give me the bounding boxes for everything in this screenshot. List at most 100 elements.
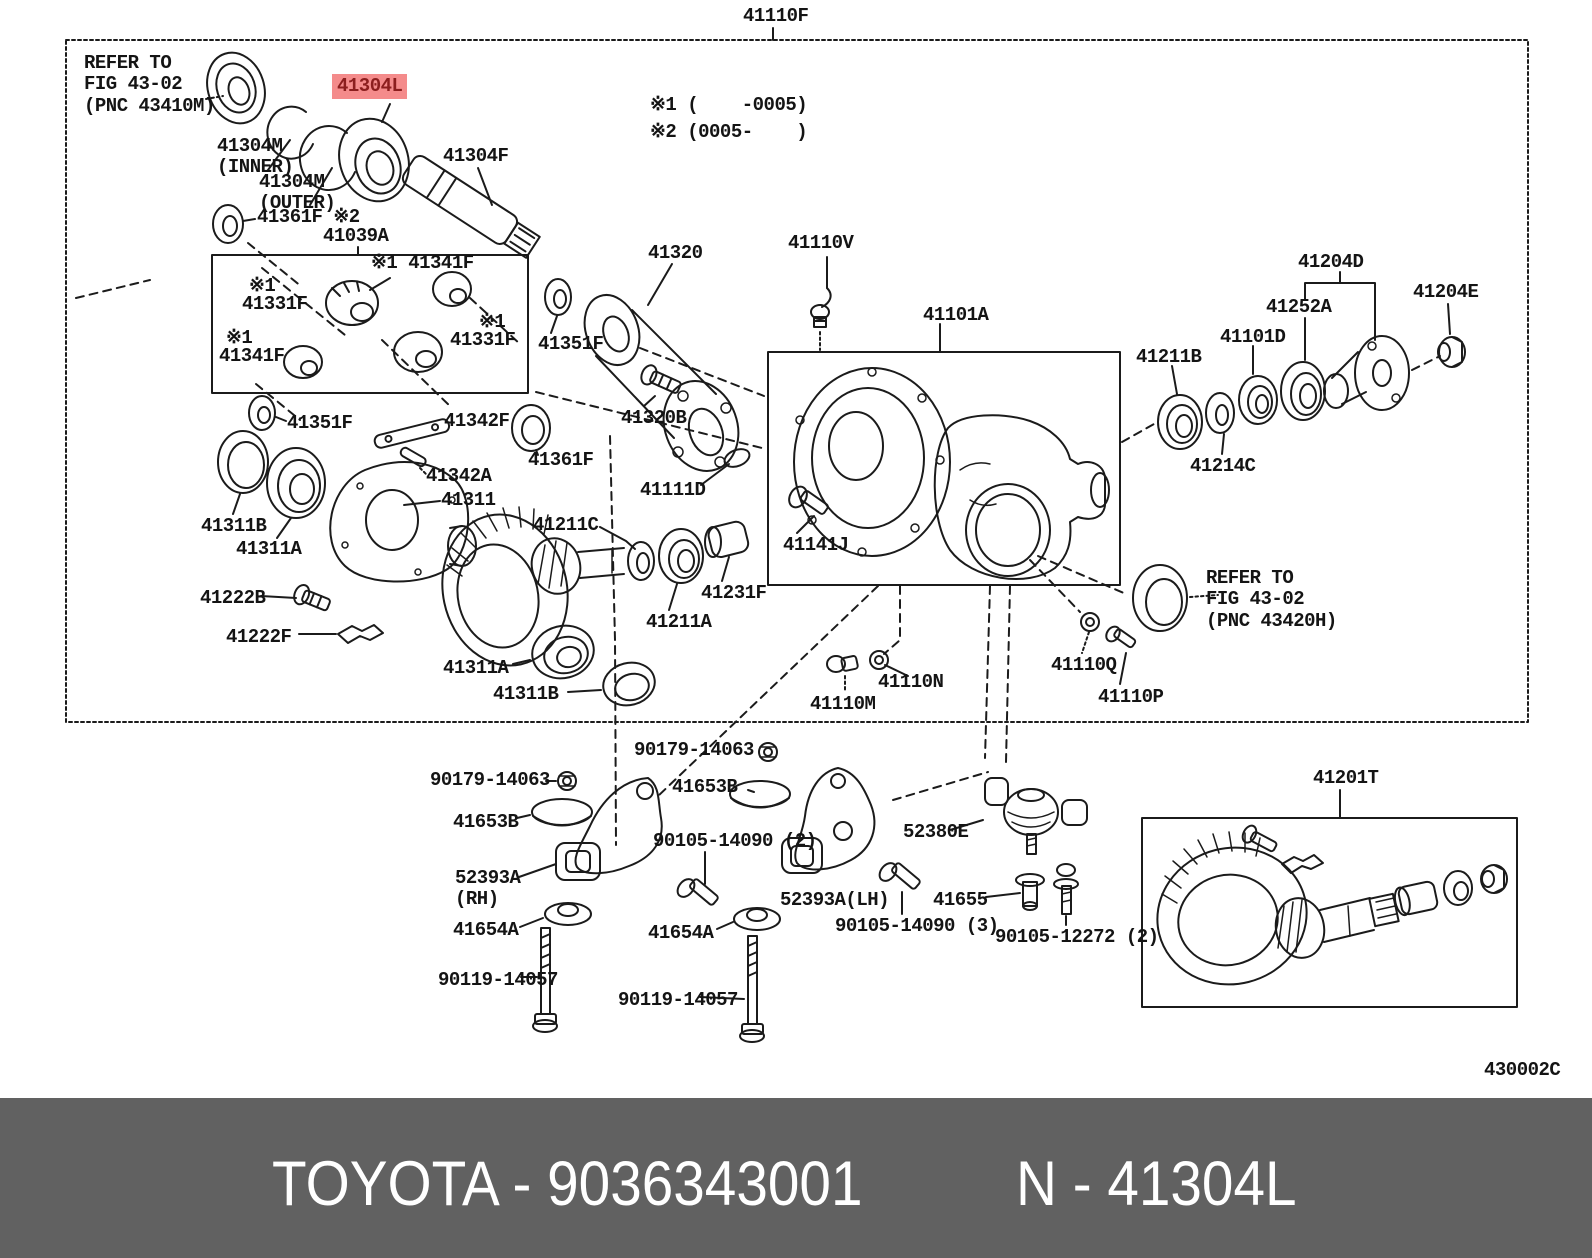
doc-code: 430002C bbox=[1484, 1059, 1561, 1081]
part-label-41654a: 41654A bbox=[648, 922, 714, 944]
part-label-90179-14063: 90179-14063 bbox=[430, 769, 550, 791]
bearing-41304l bbox=[338, 103, 410, 203]
retainer-41654a-right bbox=[716, 907, 781, 931]
ring-41211c bbox=[627, 541, 655, 581]
bolt-90119-right bbox=[699, 935, 765, 1043]
bolt-41655 bbox=[985, 873, 1045, 911]
part-label-41110n: 41110N bbox=[878, 671, 944, 693]
part-label-41311b: 41311B bbox=[493, 683, 559, 705]
part-label-41110q: 41110Q bbox=[1051, 654, 1117, 676]
part-label-41222b: 41222B bbox=[200, 587, 266, 609]
note-1: ※1 ( -0005) bbox=[650, 94, 808, 116]
nut-90179-left bbox=[545, 771, 577, 791]
stay-52393a-rh bbox=[518, 777, 663, 881]
part-label-1: ※1 bbox=[479, 311, 506, 333]
part-label-41331f: 41331F bbox=[450, 329, 516, 351]
part-label-41110f: 41110F bbox=[743, 5, 809, 27]
part-label-1-41341f: ※1 41341F bbox=[371, 252, 474, 274]
bolt-90105-14090-2 bbox=[676, 851, 719, 906]
part-label-41304f: 41304F bbox=[443, 145, 509, 167]
part-label-41311a: 41311A bbox=[443, 657, 509, 679]
part-label-41214c: 41214C bbox=[1190, 455, 1256, 477]
shaft-41304f bbox=[401, 154, 541, 259]
spider-gear-kit bbox=[255, 267, 521, 421]
plate-41342f bbox=[373, 418, 451, 449]
part-label-41141j: 41141J bbox=[783, 534, 849, 556]
part-label-41342f: 41342F bbox=[444, 410, 510, 432]
bolt-90105-14090-3 bbox=[878, 862, 921, 915]
part-id-footer: TOYOTA - 9036343001 N - 41304L bbox=[0, 1098, 1592, 1258]
ref-fig-43-02-43420h: REFER TO FIG 43-02 (PNC 43420H) bbox=[1206, 567, 1337, 632]
part-label-41101a: 41101A bbox=[923, 304, 989, 326]
part-label-90179-14063: 90179-14063 bbox=[634, 739, 754, 761]
part-label-41039a: 41039A bbox=[323, 225, 389, 247]
stay-52393a-lh bbox=[781, 767, 876, 874]
part-label-41351f: 41351F bbox=[538, 333, 604, 355]
cushion-41653b-left bbox=[516, 798, 593, 827]
part-label-41211a: 41211A bbox=[646, 611, 712, 633]
exploded-parts-drawing bbox=[65, 27, 1529, 1043]
part-label-90105-14090-3: 90105-14090 (3) bbox=[835, 915, 999, 937]
washer-41361f-bottom bbox=[511, 404, 551, 452]
oring-41111d bbox=[723, 448, 751, 468]
part-label-1: ※1 bbox=[226, 327, 253, 349]
part-label-41111d: 41111D bbox=[640, 479, 706, 501]
bolt-41141j bbox=[788, 485, 829, 534]
part-label-41311b: 41311B bbox=[201, 515, 267, 537]
bolt-90105-12272 bbox=[1053, 863, 1079, 926]
part-label-41653b: 41653B bbox=[453, 811, 519, 833]
part-label-41655: 41655 bbox=[933, 889, 988, 911]
nut-90179-top bbox=[758, 742, 778, 762]
part-label-41331f: 41331F bbox=[242, 293, 308, 315]
part-label-41110v: 41110V bbox=[788, 232, 854, 254]
lock-plate-41222f bbox=[337, 624, 384, 644]
carrier-housing-41101a bbox=[793, 367, 1110, 580]
footer-pnc: N - 41304L bbox=[1016, 1149, 1297, 1219]
part-label-41252a: 41252A bbox=[1266, 296, 1332, 318]
part-label-41222f: 41222F bbox=[226, 626, 292, 648]
part-label-41320b: 41320B bbox=[621, 407, 687, 429]
bearing-41211b bbox=[1157, 365, 1203, 450]
nut-41204e bbox=[1437, 303, 1466, 368]
part-label-90105-14090-2: 90105-14090 (2) bbox=[653, 830, 817, 852]
washer-41351f-right bbox=[544, 278, 572, 316]
part-label-41320: 41320 bbox=[648, 242, 703, 264]
bolt-41320b bbox=[640, 364, 682, 394]
washer-41351f-left bbox=[248, 395, 276, 431]
gear-kit-41201t bbox=[1156, 824, 1508, 986]
ring-41311b-left bbox=[217, 430, 269, 494]
tube-41320 bbox=[583, 263, 740, 472]
part-label-1: ※1 bbox=[249, 275, 276, 297]
snap-ring-outer bbox=[298, 125, 356, 191]
part-label-41311: 41311 bbox=[441, 489, 496, 511]
part-label-41304l[interactable]: 41304L bbox=[332, 74, 408, 100]
part-label-52393a-lh: 52393A(LH) bbox=[780, 889, 890, 911]
part-label-52393a-rh: 52393A (RH) bbox=[455, 867, 521, 911]
plug-41110m bbox=[826, 655, 859, 693]
footer-brand-part-number: TOYOTA - 9036343001 bbox=[272, 1149, 863, 1219]
part-label-41211c: 41211C bbox=[533, 514, 599, 536]
note-2: ※2 (0005- ) bbox=[650, 121, 808, 143]
part-label-90105-12272-2: 90105-12272 (2) bbox=[995, 926, 1159, 948]
bearing-41101d bbox=[1238, 345, 1278, 425]
part-label-41101d: 41101D bbox=[1220, 326, 1286, 348]
bolt-41222b bbox=[293, 583, 331, 612]
plug-41110n bbox=[869, 650, 909, 677]
part-label-41311a: 41311A bbox=[236, 538, 302, 560]
seal-43410m bbox=[205, 51, 266, 125]
part-label-41110m: 41110M bbox=[810, 693, 876, 715]
part-label-41342a: 41342A bbox=[426, 465, 492, 487]
part-label-41361f-2: 41361F ※2 bbox=[257, 206, 360, 228]
seal-43420h bbox=[1132, 564, 1219, 632]
ball-joint-52380e bbox=[949, 777, 1088, 855]
washer-41214c bbox=[1205, 392, 1235, 455]
part-label-41654a: 41654A bbox=[453, 919, 519, 941]
part-label-41341f: 41341F bbox=[219, 345, 285, 367]
part-label-90119-14057: 90119-14057 bbox=[438, 969, 558, 991]
bolt-90119-left bbox=[520, 927, 558, 1033]
part-label-41201t: 41201T bbox=[1313, 767, 1379, 789]
part-label-90119-14057: 90119-14057 bbox=[618, 989, 738, 1011]
seal-41252a bbox=[1280, 317, 1326, 421]
part-label-41204e: 41204E bbox=[1413, 281, 1479, 303]
part-label-41304m-inner: 41304M (INNER) bbox=[217, 135, 294, 179]
